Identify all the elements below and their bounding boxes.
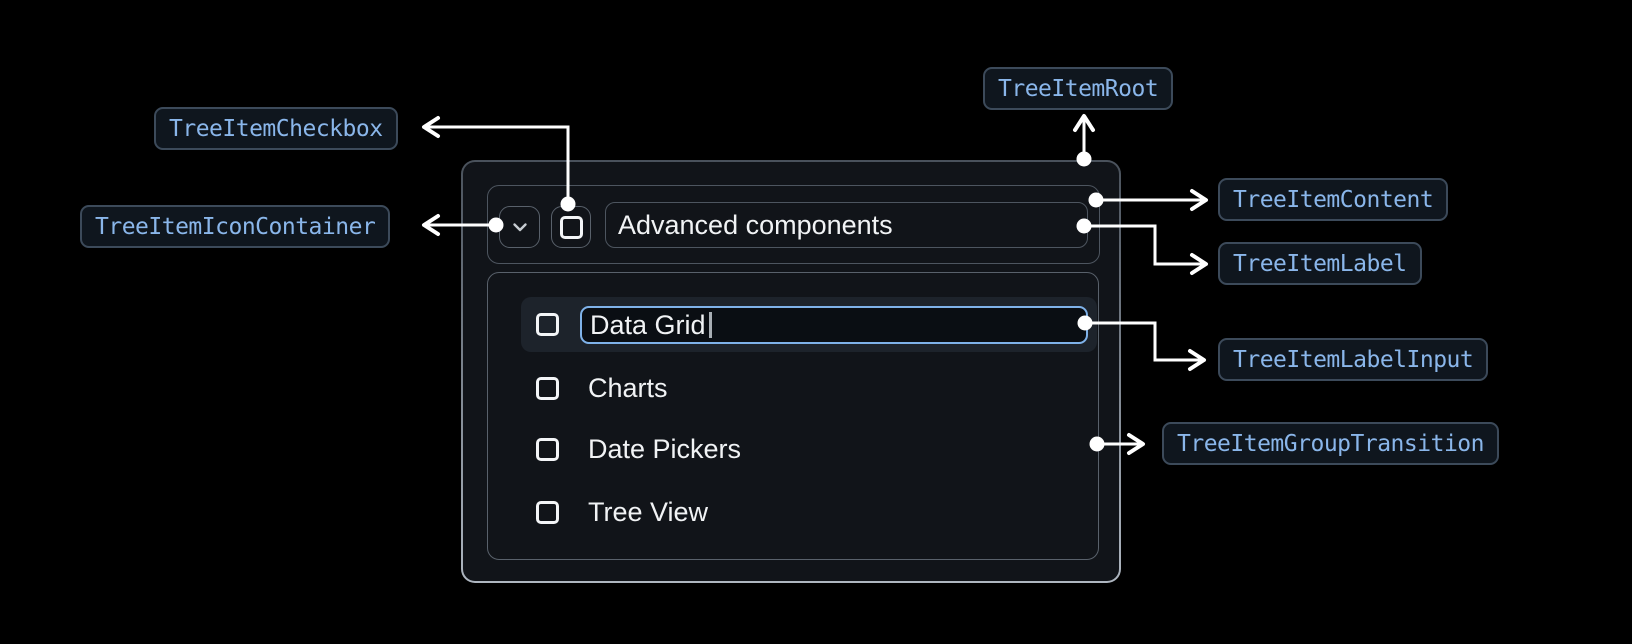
expand-collapse-button[interactable]: [499, 206, 540, 248]
parent-checkbox[interactable]: [551, 206, 591, 248]
tree-item-root-box: Advanced components Data Grid Charts Dat…: [461, 160, 1121, 583]
tree-row[interactable]: Charts: [536, 373, 668, 403]
tree-item-label-input[interactable]: Data Grid: [580, 306, 1088, 344]
tree-row[interactable]: Date Pickers: [536, 434, 741, 464]
tree-row-label: Charts: [588, 372, 668, 403]
checkbox-unchecked-icon[interactable]: [536, 500, 559, 524]
badge-tree-item-icon-container: TreeItemIconContainer: [80, 205, 391, 248]
parent-label: Advanced components: [618, 209, 893, 240]
tree-row-editing[interactable]: Data Grid: [521, 297, 1097, 352]
tree-item-label-box[interactable]: Advanced components: [605, 202, 1088, 248]
chevron-down-icon: [512, 223, 527, 232]
tree-item-content-box: Advanced components: [487, 185, 1100, 264]
checkbox-unchecked-icon[interactable]: [536, 437, 559, 461]
checkbox-unchecked-icon[interactable]: [536, 313, 559, 336]
label-input-value: Data Grid: [590, 309, 706, 340]
badge-tree-item-label: TreeItemLabel: [1218, 242, 1422, 285]
checkbox-unchecked-icon: [559, 215, 583, 239]
checkbox-unchecked-icon[interactable]: [536, 376, 559, 400]
tree-row-label: Date Pickers: [588, 433, 742, 464]
badge-tree-item-checkbox: TreeItemCheckbox: [154, 107, 398, 150]
badge-tree-item-root: TreeItemRoot: [983, 67, 1174, 110]
tree-row-label: Tree View: [588, 496, 709, 527]
tree-item-group-box: Data Grid Charts Date Pickers Tree View: [487, 272, 1099, 560]
text-caret: [708, 312, 712, 338]
tree-row[interactable]: Tree View: [536, 497, 708, 527]
badge-tree-item-label-input: TreeItemLabelInput: [1218, 338, 1489, 381]
badge-tree-item-group-transition: TreeItemGroupTransition: [1162, 422, 1499, 465]
connector-tree-item-root: [1073, 114, 1095, 167]
badge-tree-item-content: TreeItemContent: [1218, 178, 1449, 221]
